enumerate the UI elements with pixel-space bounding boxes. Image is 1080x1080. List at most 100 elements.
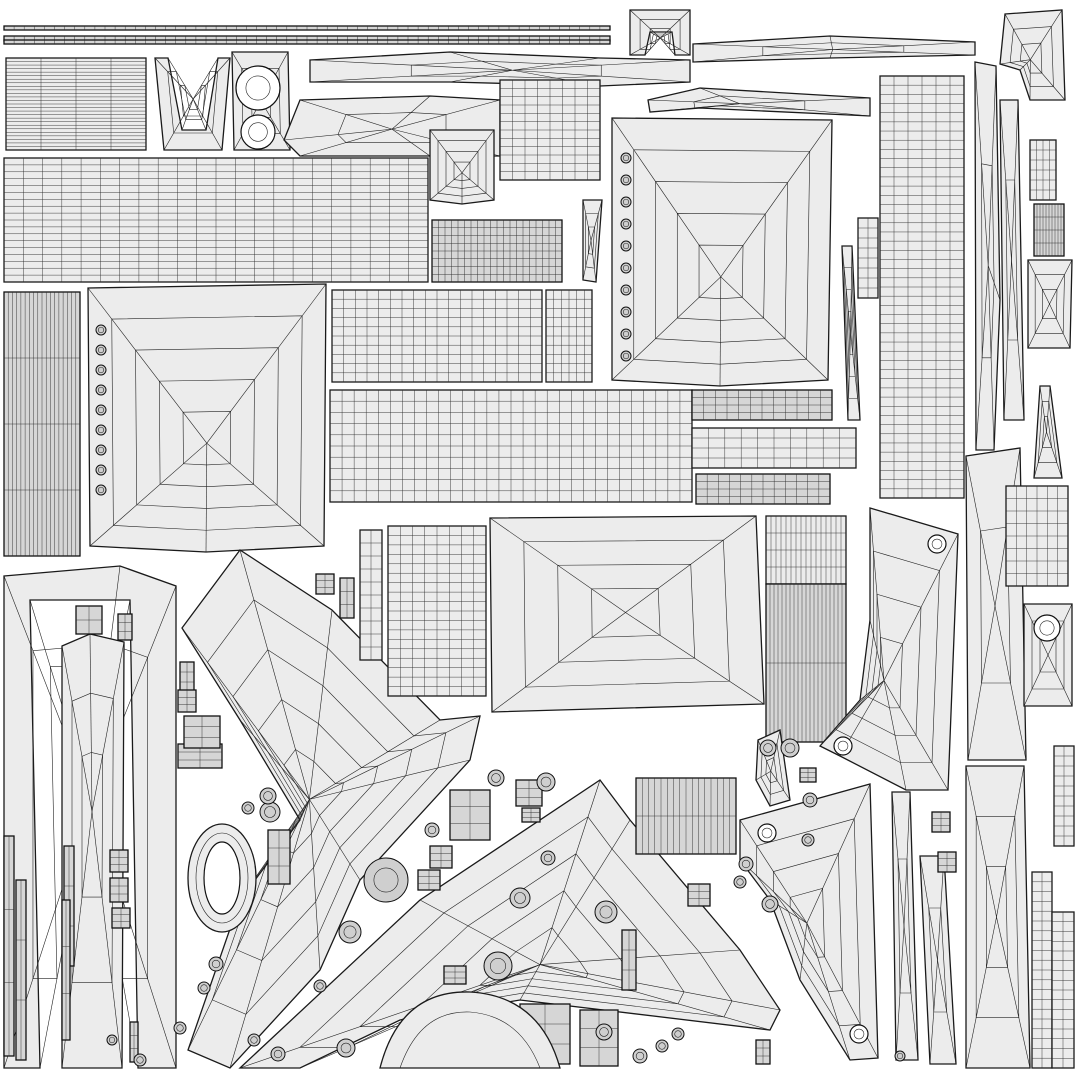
uv-island [545,289,593,383]
uv-round-part [106,1034,118,1046]
uv-island [687,883,711,907]
uv-round-part [235,65,281,111]
uv-island [765,583,847,743]
uv-round-part [259,801,281,823]
uv-island [755,1039,771,1065]
uv-island [117,613,133,641]
uv-round-part [620,328,632,340]
uv-round-part [801,833,815,847]
uv-island [315,573,335,595]
uv-island [359,529,383,661]
uv-round-part [133,1053,147,1067]
uv-round-part [424,822,440,838]
uv-round-part [594,900,618,924]
uv-island [387,525,487,697]
uv-island [937,851,957,873]
uv-island [3,157,429,283]
uv-island [647,87,871,117]
uv-island [5,57,147,151]
uv-round-part [595,1023,613,1041]
uv-island [521,807,541,823]
uv-round-part [833,736,853,756]
uv-island [429,845,453,869]
uv-ring-part [187,823,257,933]
uv-round-part [247,1033,261,1047]
uv-island [75,605,103,635]
uv-island [1033,385,1063,479]
uv-island [443,965,467,985]
uv-round-part [241,801,255,815]
uv-round-part [95,404,107,416]
uv-round-part [620,174,632,186]
uv-island [1033,203,1065,257]
uv-island [999,9,1066,101]
uv-round-part [259,787,277,805]
uv-round-part [620,262,632,274]
uv-island [417,869,441,891]
uv-round-part [894,1050,906,1062]
uv-round-part [509,887,531,909]
uv-island [3,39,611,45]
uv-island [621,929,637,991]
uv-round-part [95,364,107,376]
uv-round-part [95,324,107,336]
uv-island [695,473,831,505]
uv-round-part [620,284,632,296]
uv-round-part [780,738,800,758]
uv-round-part [632,1048,648,1064]
uv-round-part [95,484,107,496]
uv-island [974,61,1001,451]
uv-island [111,907,131,929]
uv-round-part [95,424,107,436]
uv-round-part [313,979,327,993]
uv-island [691,389,833,421]
uv-island [431,219,563,283]
uv-island [87,283,327,553]
uv-island [692,35,976,63]
uv-island [891,791,919,1061]
uv-round-part [620,240,632,252]
uv-island [1051,911,1075,1069]
uv-round-part [620,196,632,208]
uv-round-part [620,152,632,164]
uv-island [1029,139,1057,201]
uv-round-part [540,850,556,866]
uv-round-part [620,218,632,230]
uv-round-part [483,951,513,981]
uv-island [267,829,291,885]
uv-island [339,577,355,619]
uv-island [329,389,693,503]
uv-round-part [620,350,632,362]
uv-island [857,217,879,299]
uv-island [109,877,129,903]
uv-round-part [620,306,632,318]
uv-island [179,661,195,693]
uv-island [3,835,15,1057]
uv-island [15,879,27,1061]
uv-island [765,515,847,585]
uv-round-part [487,769,505,787]
uv-round-part [849,1024,869,1044]
uv-round-part [336,1038,356,1058]
uv-island [177,689,197,713]
uv-round-part [733,875,747,889]
uv-island [429,129,495,205]
uv-island [611,117,833,387]
uv-island [1005,485,1069,587]
uv-round-part [671,1027,685,1041]
uv-round-part [802,792,818,808]
uv-island [1031,871,1053,1069]
uv-round-part [95,444,107,456]
uv-round-part [363,857,409,903]
uv-round-part [338,920,362,944]
uv-island [109,849,129,873]
uv-round-part [197,981,211,995]
uv-island [629,9,691,56]
uv-island [331,289,543,383]
uv-round-part [761,895,779,913]
uv-island [582,199,603,283]
uv-islands [3,9,1075,1069]
uv-round-part [1033,614,1061,642]
uv-island [499,79,601,181]
